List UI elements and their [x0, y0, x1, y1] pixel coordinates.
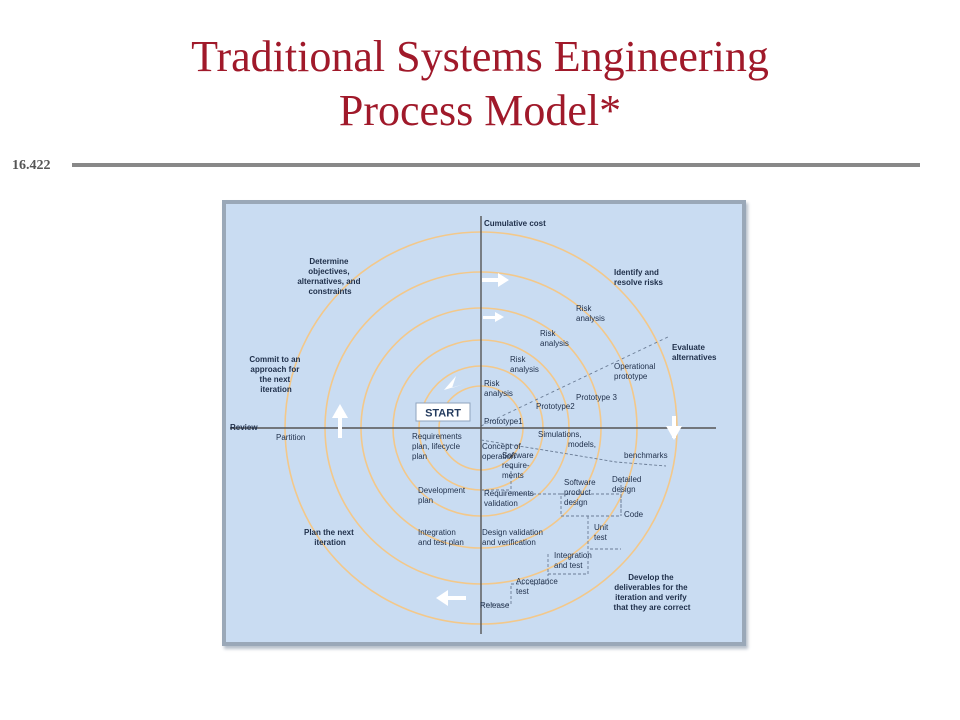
arrow-right-inner: [483, 312, 504, 322]
arrow-left-bottom: [436, 590, 466, 606]
label-requirements-plan: Requirements plan, lifecycle plan: [412, 432, 464, 461]
arrow-center: [444, 376, 464, 390]
label-simulations: Simulations, models,: [538, 430, 596, 449]
arrow-up-right: [666, 416, 682, 440]
label-risk-analysis-4: Risk analysis: [576, 304, 605, 323]
slide-title: Traditional Systems Engineering Process …: [80, 30, 880, 138]
diagram-background: [226, 204, 742, 642]
axis-label-review: Review: [230, 423, 258, 432]
label-unit-test: Unit test: [594, 523, 610, 542]
label-requirements-validation: Requirements validation: [484, 489, 536, 508]
development-staircase: [480, 439, 667, 605]
label-prototype-2: Prototype2: [536, 402, 575, 411]
label-prototype-3: Prototype 3: [576, 393, 617, 402]
flow-arrows: [332, 273, 682, 606]
label-integration-test-plan: Integration and test plan: [418, 528, 464, 547]
spiral-model-diagram: START Cumulative cost Review Determine o…: [226, 204, 742, 642]
label-risk-analysis-2: Risk analysis: [510, 355, 539, 374]
label-operational-prototype: Operational prototype: [614, 362, 658, 381]
label-integration-and-test: Integration and test: [554, 551, 594, 570]
quadrant-commit: Commit to an approach for the next itera…: [249, 355, 302, 394]
quadrant-develop-deliverables: Develop the deliverables for the iterati…: [614, 573, 691, 612]
quadrant-determine-objectives: Determine objectives, alternatives, and …: [297, 257, 362, 296]
label-risk-analysis-3: Risk analysis: [540, 329, 569, 348]
quadrant-evaluate-alternatives: Evaluate alternatives: [672, 343, 717, 362]
title-rule: [72, 163, 920, 167]
label-concept-of-operation: Concept of operation: [482, 442, 523, 461]
risk-guide-line: [480, 335, 671, 427]
arrow-up-left: [332, 404, 348, 438]
upper-right-labels: Risk analysis Risk analysis Risk analysi…: [484, 304, 658, 426]
course-code: 16.422: [12, 158, 51, 173]
start-box: START: [415, 402, 471, 422]
label-prototype-1: Prototype1: [484, 417, 523, 426]
slide-title-line-2: Process Model*: [338, 86, 622, 135]
label-partition: Partition: [276, 433, 305, 442]
label-release: Release: [480, 601, 510, 610]
label-acceptance-test: Acceptance test: [516, 577, 560, 596]
label-software-requirements: Software require- ments: [502, 451, 536, 480]
label-code: Code: [624, 510, 644, 519]
axis-label-cumulative-cost: Cumulative cost: [484, 219, 546, 228]
start-label: START: [425, 408, 461, 420]
label-design-validation: Design validation and verification: [482, 528, 545, 547]
label-software-product-design: Software product design: [564, 478, 598, 507]
slide-title-line-1: Traditional Systems Engineering: [191, 32, 769, 81]
lower-labels: Partition Requirements plan, lifecycle p…: [276, 430, 668, 610]
label-detailed-design: Detailed design: [612, 475, 644, 494]
quadrant-plan-next: Plan the next iteration: [304, 528, 356, 547]
label-development-plan: Development plan: [418, 486, 467, 505]
arrow-right-top: [482, 273, 509, 287]
label-risk-analysis-1: Risk analysis: [484, 379, 513, 398]
label-benchmarks: benchmarks: [624, 451, 668, 460]
quadrant-identify-risks: Identify and resolve risks: [614, 268, 663, 287]
